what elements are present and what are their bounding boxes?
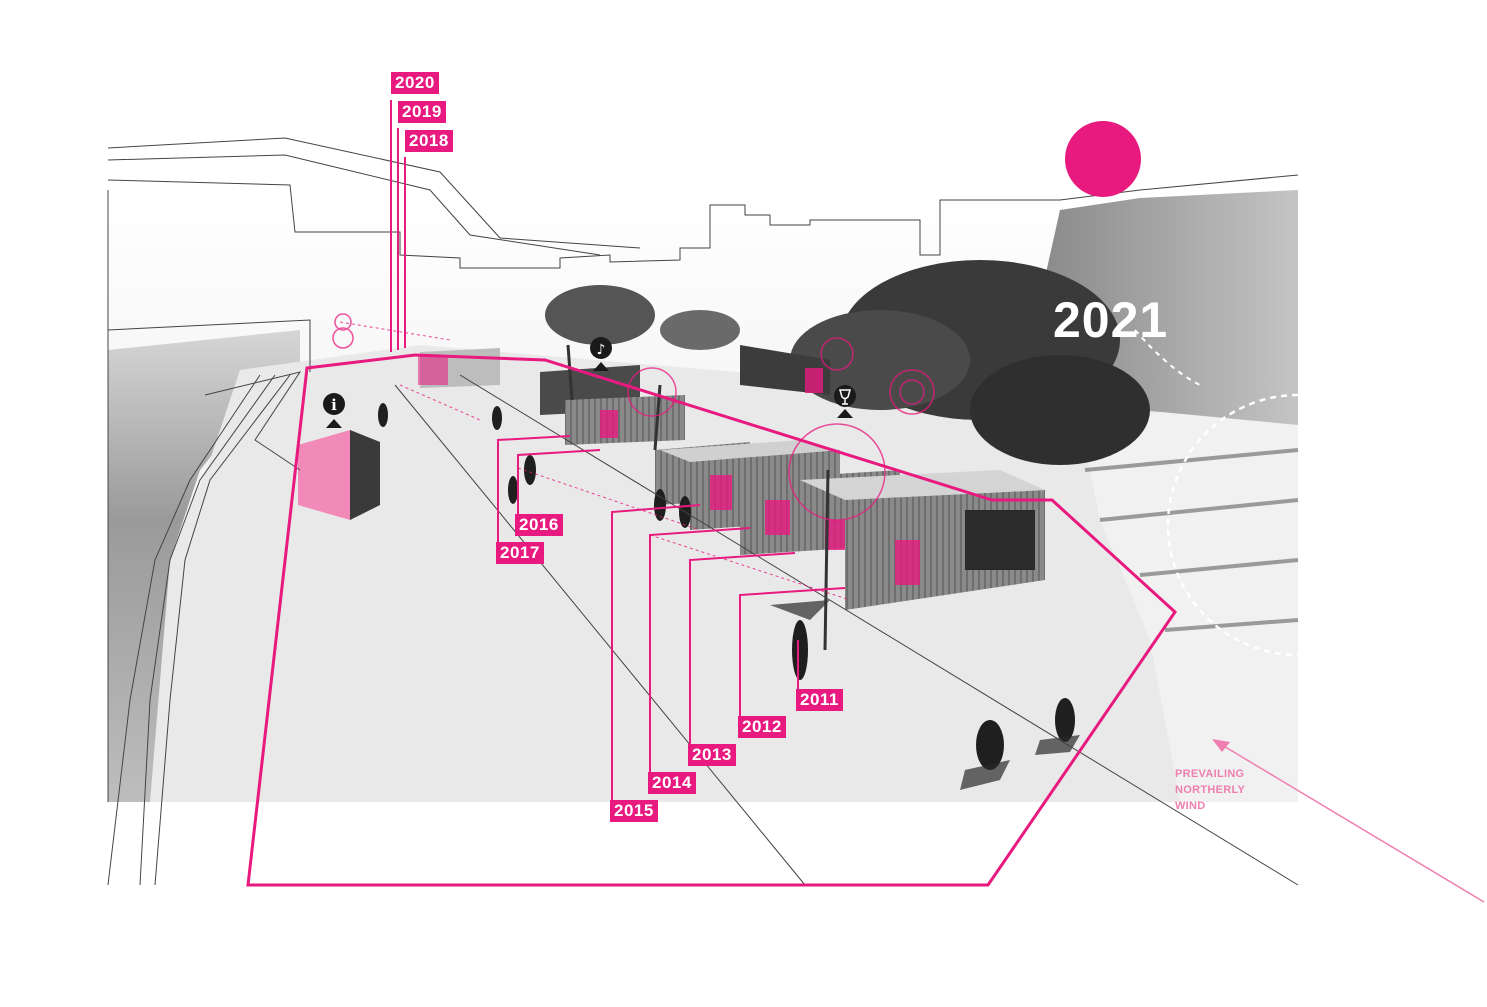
wind-label: PREVAILING NORTHERLY WIND — [1175, 766, 1245, 814]
background-plate — [108, 190, 1298, 802]
year-label-2021: 2021 — [1053, 291, 1168, 349]
svg-text:♪: ♪ — [597, 342, 606, 358]
tree-canopy — [970, 355, 1150, 465]
year-label-2015: 2015 — [610, 800, 658, 822]
wind-label-line-1: PREVAILING — [1175, 766, 1245, 782]
wind-arrow — [1212, 739, 1484, 902]
wind-label-line-3: WIND — [1175, 798, 1245, 814]
tree-canopy — [545, 285, 655, 345]
year-label-2011: 2011 — [796, 689, 843, 711]
year-label-2018: 2018 — [405, 130, 453, 152]
year-label-2019: 2019 — [398, 101, 446, 123]
year-label-2016: 2016 — [515, 514, 563, 536]
sun-marker — [1065, 121, 1141, 197]
tree-canopy — [660, 310, 740, 350]
svg-text:i: i — [331, 396, 337, 414]
year-label-2012: 2012 — [738, 716, 786, 738]
year-label-2013: 2013 — [688, 744, 736, 766]
wind-label-line-2: NORTHERLY — [1175, 782, 1245, 798]
year-label-2017: 2017 — [496, 542, 544, 564]
year-label-2020: 2020 — [391, 72, 439, 94]
year-label-2014: 2014 — [648, 772, 696, 794]
